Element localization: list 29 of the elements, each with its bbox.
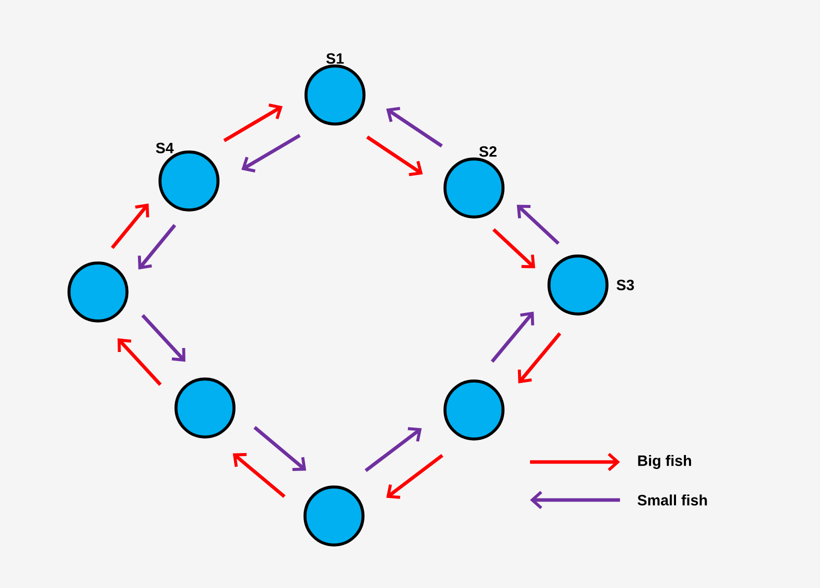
arrow — [364, 427, 422, 472]
arrow — [141, 314, 186, 362]
arrow — [138, 224, 176, 270]
circle — [174, 378, 236, 438]
arrow — [386, 106, 443, 148]
arrow — [232, 453, 286, 498]
circle — [304, 64, 366, 126]
arrow — [110, 204, 150, 249]
site-label: S4 — [156, 142, 174, 154]
arrow — [241, 134, 301, 172]
arrow — [386, 454, 444, 499]
arrow — [118, 338, 162, 386]
arrow — [516, 204, 560, 245]
circle — [444, 380, 504, 440]
arrow — [366, 136, 423, 176]
legend-label: Small fish — [638, 494, 707, 506]
site-label: S2 — [479, 146, 497, 157]
circle — [548, 254, 608, 316]
site-label: S3 — [616, 280, 634, 290]
arrow — [492, 228, 536, 268]
legend-label: Big fish — [638, 455, 692, 469]
arrow — [518, 332, 562, 384]
site-label: S1 — [326, 53, 344, 64]
circle — [304, 486, 364, 546]
circle — [444, 158, 504, 218]
arrow — [223, 104, 283, 142]
arrow — [253, 426, 306, 471]
circle — [68, 262, 128, 322]
arrow — [490, 312, 534, 363]
